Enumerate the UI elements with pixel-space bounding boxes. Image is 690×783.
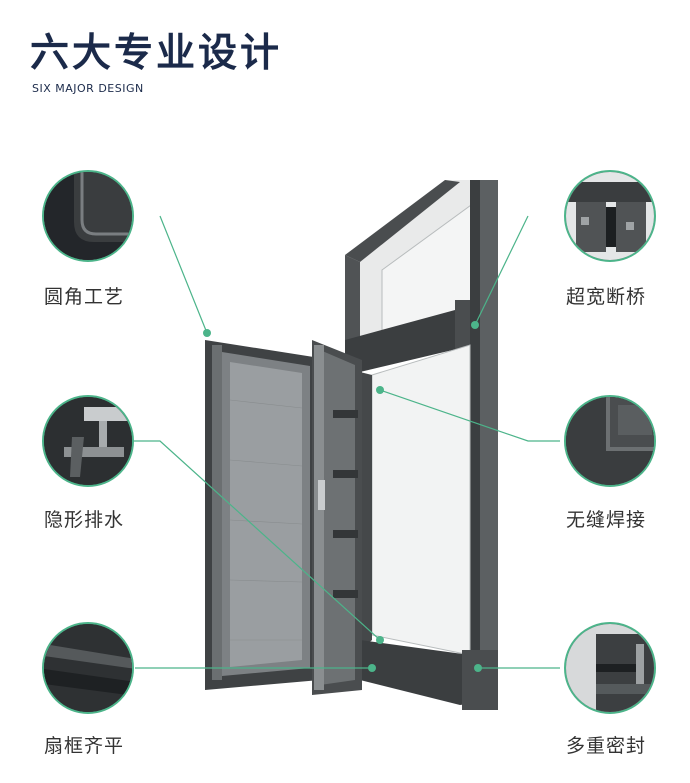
feature-label-flush-sash: 扇框齐平 bbox=[44, 735, 125, 757]
rounded-corner-detail-icon bbox=[42, 170, 134, 262]
glass-sash bbox=[312, 340, 362, 695]
hidden-drainage-detail-icon bbox=[42, 395, 134, 487]
feature-label-hidden-drainage: 隐形排水 bbox=[44, 509, 125, 531]
connector-lines bbox=[125, 215, 560, 669]
connector-dots bbox=[203, 321, 482, 672]
feature-label-wide-thermal-break: 超宽断桥 bbox=[566, 286, 647, 308]
screen-sash bbox=[205, 340, 320, 690]
page-subtitle: SIX MAJOR DESIGN bbox=[32, 82, 144, 95]
feature-label-rounded-corner: 圆角工艺 bbox=[44, 286, 125, 308]
feature-label-seamless-welding: 无缝焊接 bbox=[566, 509, 647, 531]
page-title: 六大专业设计 bbox=[30, 31, 283, 76]
wide-thermal-break-detail-icon bbox=[564, 170, 656, 262]
window-frame bbox=[345, 180, 498, 710]
flush-sash-detail-icon bbox=[42, 622, 134, 714]
feature-label-multiple-seal: 多重密封 bbox=[566, 735, 647, 757]
seamless-welding-detail-icon bbox=[564, 395, 656, 487]
multiple-seal-detail-icon bbox=[564, 622, 656, 714]
